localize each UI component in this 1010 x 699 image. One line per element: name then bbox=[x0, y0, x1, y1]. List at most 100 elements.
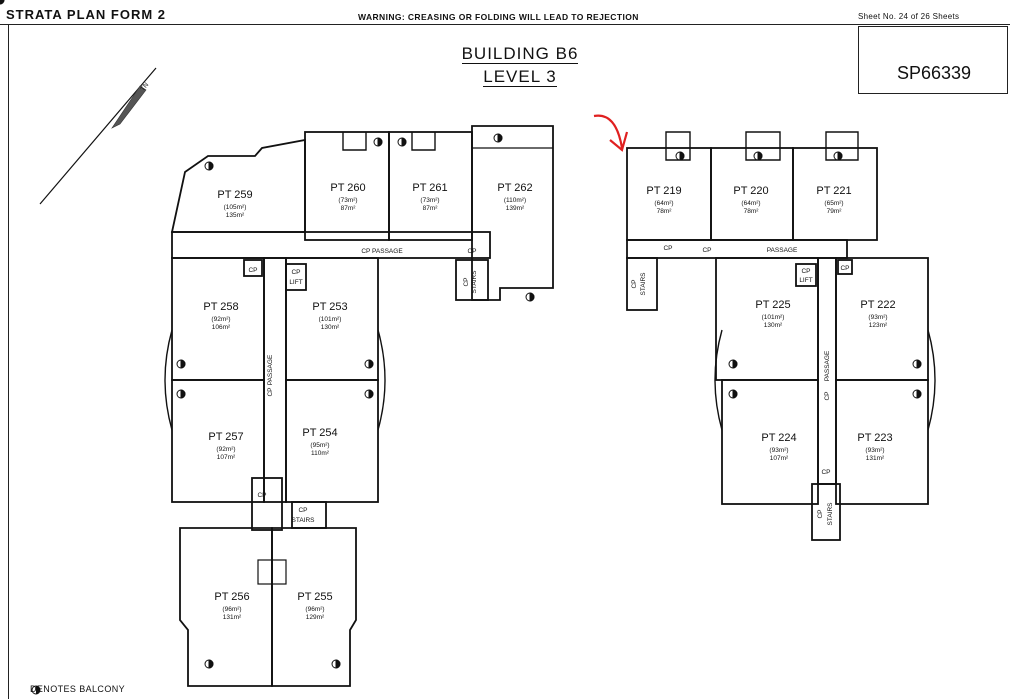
building-title: BUILDING B6 bbox=[440, 44, 600, 64]
lot-label: PT 259 bbox=[217, 189, 252, 201]
balcony-icon bbox=[176, 359, 186, 369]
lot-total: 139m² bbox=[506, 205, 525, 212]
plan-frame bbox=[8, 24, 1010, 699]
lot-total: 107m² bbox=[217, 454, 236, 461]
cp-left-box bbox=[243, 259, 263, 277]
lift-right bbox=[795, 263, 817, 287]
lot-area: (96m²) bbox=[222, 606, 241, 613]
lot-total: 106m² bbox=[212, 324, 231, 331]
lot-label: PT 260 bbox=[330, 182, 365, 194]
cp-label: CP bbox=[824, 391, 831, 400]
lot-label: PT 224 bbox=[761, 432, 796, 444]
corridor-lower bbox=[251, 477, 283, 531]
balcony-icon bbox=[912, 359, 922, 369]
lot-total: 78m² bbox=[657, 208, 673, 215]
lot-label: PT 261 bbox=[412, 182, 447, 194]
lot-label: PT 222 bbox=[860, 299, 895, 311]
balcony-icons bbox=[0, 0, 922, 669]
lot-total: 107m² bbox=[770, 455, 789, 462]
lot-label: PT 225 bbox=[755, 299, 790, 311]
lot-label: PT 221 bbox=[816, 185, 851, 197]
lot-total: 110m² bbox=[311, 450, 330, 457]
balcony-icon bbox=[373, 137, 383, 147]
lot-total: 135m² bbox=[226, 212, 245, 219]
lot-label: PT 258 bbox=[203, 301, 238, 313]
cp-label: CP bbox=[248, 267, 257, 274]
balcony-icon bbox=[753, 151, 763, 161]
cp-label: CP bbox=[467, 248, 476, 255]
lot-label: PT 257 bbox=[208, 431, 243, 443]
balcony-icon bbox=[364, 359, 374, 369]
lot-total: 87m² bbox=[341, 205, 357, 212]
lot-area: (105m²) bbox=[224, 204, 247, 211]
lot-label: PT 256 bbox=[214, 591, 249, 603]
lot-area: (93m²) bbox=[865, 447, 884, 454]
lot-label: PT 254 bbox=[302, 427, 337, 439]
lot-total: 78m² bbox=[744, 208, 760, 215]
cp-label: CP bbox=[267, 387, 274, 396]
cp-label: CP bbox=[817, 509, 824, 518]
lot-total: 131m² bbox=[866, 455, 885, 462]
plan-number: SP66339 bbox=[896, 63, 972, 83]
lot-area: (65m²) bbox=[824, 200, 843, 207]
lift-label: LIFT bbox=[799, 277, 812, 284]
cp-label: CP bbox=[840, 265, 849, 272]
lot-area: (101m²) bbox=[319, 316, 342, 323]
balcony-icon bbox=[728, 359, 738, 369]
passage-label: PASSAGE bbox=[267, 354, 274, 385]
legend-text: DENOTES BALCONY bbox=[30, 684, 125, 694]
passage-label: PASSAGE bbox=[824, 350, 831, 381]
stairs-right-top bbox=[626, 257, 658, 311]
balcony-icon bbox=[525, 292, 535, 302]
cp-label: CP bbox=[801, 268, 810, 275]
balcony-icon bbox=[493, 133, 503, 143]
passage-top bbox=[171, 231, 491, 259]
cp-label: CP bbox=[631, 279, 638, 288]
cp-label: CP bbox=[257, 492, 266, 499]
lot-total: 130m² bbox=[764, 322, 783, 329]
lot-223-outline bbox=[835, 379, 929, 505]
level-title: LEVEL 3 bbox=[440, 67, 600, 87]
lot-area: (64m²) bbox=[741, 200, 760, 207]
lot-area: (73m²) bbox=[338, 197, 357, 204]
cp-label: CP bbox=[821, 469, 830, 476]
north-label: TN bbox=[139, 81, 150, 92]
sheet-number: Sheet No. 24 of 26 Sheets bbox=[858, 12, 960, 21]
stairs-left-top bbox=[455, 259, 489, 301]
sheet-header: STRATA PLAN FORM 2 WARNING: CREASING OR … bbox=[0, 0, 1010, 25]
balcony-icon bbox=[833, 151, 843, 161]
cp-label: CP bbox=[663, 245, 672, 252]
lot-area: (110m²) bbox=[504, 197, 526, 204]
lot-total: 131m² bbox=[223, 614, 242, 621]
lot-label: PT 223 bbox=[857, 432, 892, 444]
cp-passage-label: CP PASSAGE bbox=[361, 248, 403, 255]
building-label: BUILDING B6 bbox=[461, 44, 579, 64]
lot-label: PT 262 bbox=[497, 182, 532, 194]
lot-total: 79m² bbox=[827, 208, 843, 215]
north-arrow-icon bbox=[39, 67, 157, 205]
lot-area: (92m²) bbox=[211, 316, 230, 323]
lot-area: (93m²) bbox=[769, 447, 788, 454]
cp-right-box bbox=[837, 259, 853, 275]
lot-area: (95m²) bbox=[310, 442, 329, 449]
lot-area: (64m²) bbox=[654, 200, 673, 207]
lift-label: LIFT bbox=[289, 279, 302, 286]
lot-area: (93m²) bbox=[868, 314, 887, 321]
lot-total: 130m² bbox=[321, 324, 340, 331]
lot-label: PT 219 bbox=[646, 185, 681, 197]
lot-total: 87m² bbox=[423, 205, 439, 212]
form-title: STRATA PLAN FORM 2 bbox=[6, 7, 167, 22]
legend-label: DENOTES BALCONY bbox=[30, 684, 126, 694]
passage-right bbox=[626, 239, 848, 259]
lot-label: PT 220 bbox=[733, 185, 768, 197]
cp-label: CP bbox=[298, 507, 307, 514]
cp-label: CP bbox=[702, 247, 711, 254]
balcony-icon bbox=[675, 151, 685, 161]
balcony-icon bbox=[728, 389, 738, 399]
lot-255-outline bbox=[271, 527, 357, 687]
balcony-icon bbox=[364, 389, 374, 399]
balcony-icon bbox=[331, 659, 341, 669]
lot-area: (96m²) bbox=[305, 606, 324, 613]
passage-label: PASSAGE bbox=[767, 247, 798, 254]
